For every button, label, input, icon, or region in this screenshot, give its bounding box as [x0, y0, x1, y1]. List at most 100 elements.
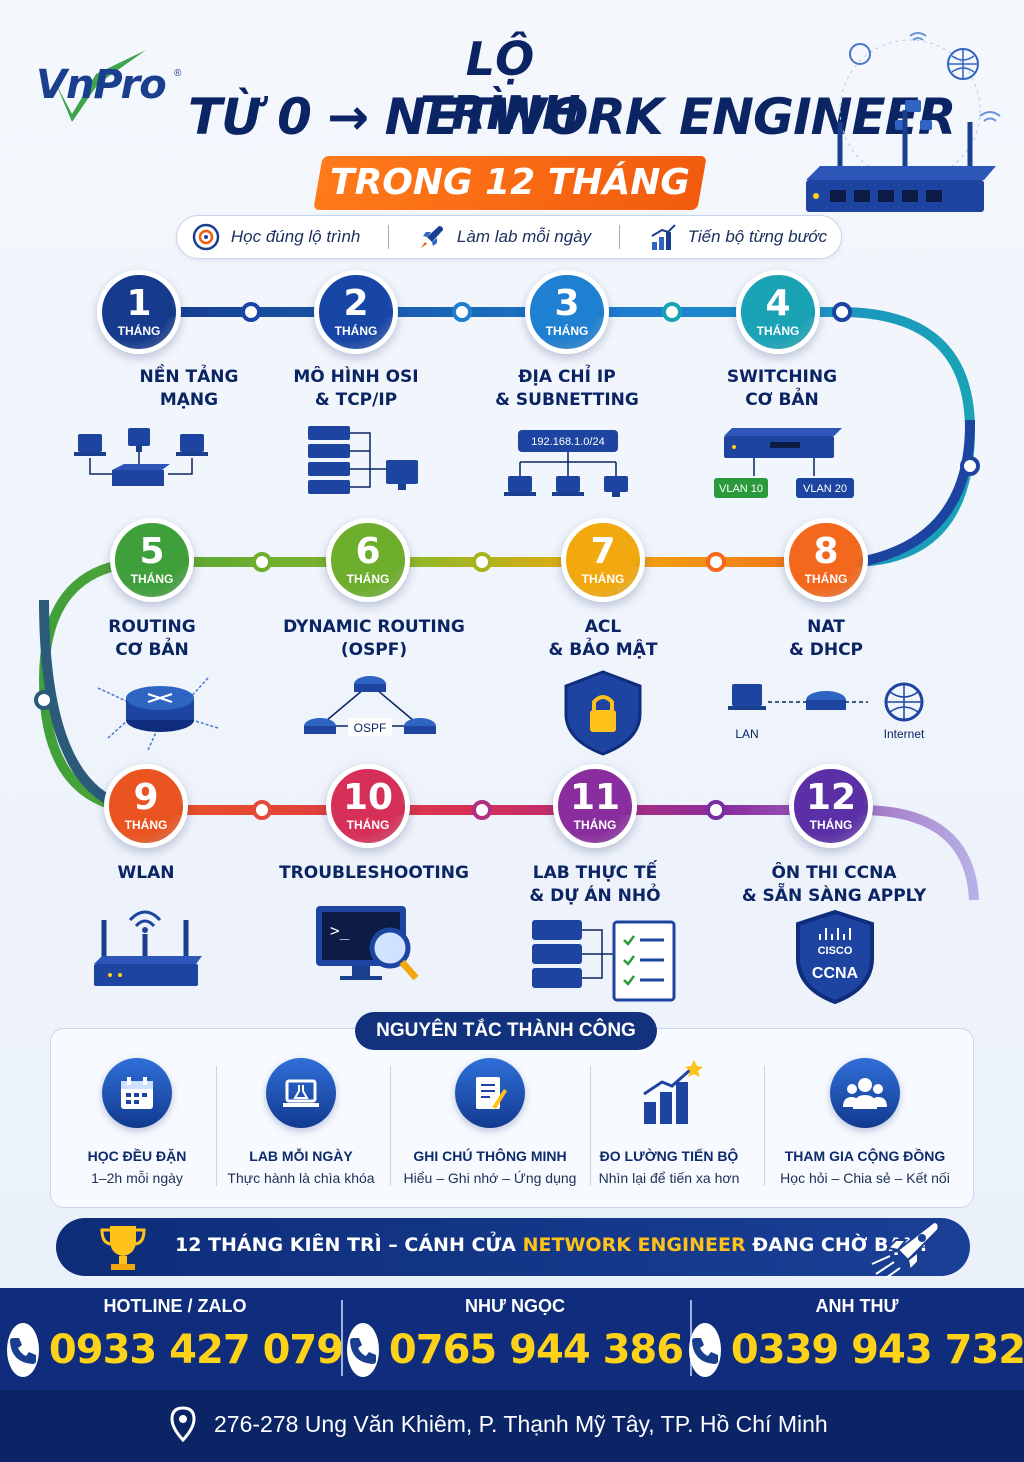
- principle-title: ĐO LƯỜNG TIẾN BỘ: [599, 1148, 739, 1164]
- contact-phone-row[interactable]: 0339 943 732: [688, 1323, 1024, 1377]
- security-shield-illustration: [528, 668, 678, 758]
- step-title-line: & TCP/IP: [314, 390, 398, 410]
- tag-progress: Tiến bộ từng bước: [648, 222, 827, 252]
- bar-chart-icon: [634, 1058, 704, 1128]
- lan-label: LAN: [735, 727, 758, 741]
- lab-project-illustration: [528, 916, 678, 1006]
- step-title-line: CƠ BẢN: [115, 640, 189, 660]
- title-line-1: LỘ TRÌNH: [419, 32, 581, 140]
- month-unit: THÁNG: [581, 572, 625, 586]
- contact-divider: [341, 1300, 343, 1376]
- ospf-illustration: OSPF: [296, 664, 446, 754]
- tag-learn-path: Học đúng lộ trình: [191, 222, 360, 252]
- contact-phone-row[interactable]: 0765 944 386: [346, 1323, 684, 1377]
- month-unit: THÁNG: [756, 324, 800, 338]
- title-line-3: TRONG 12 THÁNG: [330, 162, 690, 203]
- step-title-line: NAT: [807, 617, 845, 637]
- vnpro-logo: VnPro ®: [36, 44, 186, 124]
- contact-phone-row[interactable]: 0933 427 079: [6, 1323, 344, 1377]
- step-title-line: WLAN: [117, 863, 175, 883]
- principle-measure-progress: ĐO LƯỜNG TIẾN BỘ Nhìn lại để tiến xa hơn: [584, 1058, 754, 1186]
- step-title-line: ROUTING: [108, 617, 196, 637]
- trophy-icon: [96, 1222, 150, 1277]
- principle-study-regularly: HỌC ĐỀU ĐẶN 1–2h mỗi ngày: [52, 1058, 222, 1186]
- step-title-line: & SẴN SÀNG APPLY: [741, 886, 927, 906]
- step-title-line: ACL: [584, 617, 622, 637]
- month-unit: THÁNG: [334, 324, 378, 338]
- rocket-icon: [420, 226, 443, 248]
- principle-subtitle: Thực hành là chìa khóa: [227, 1170, 375, 1186]
- phone-number[interactable]: 0765 944 386: [388, 1327, 684, 1373]
- step-title-line: & SUBNETTING: [495, 390, 639, 410]
- tag-divider: [618, 225, 620, 249]
- month-number: 2: [343, 283, 369, 324]
- contact-name: HOTLINE / ZALO: [103, 1296, 247, 1316]
- step-title-line: & DHCP: [788, 640, 864, 660]
- month-unit: THÁNG: [346, 572, 390, 586]
- month-unit: THÁNG: [573, 818, 617, 832]
- step-title-line: SWITCHING: [726, 367, 838, 387]
- step-title-5: ROUTING CƠ BẢN: [42, 616, 262, 662]
- community-icon: [830, 1058, 900, 1128]
- tag-daily-lab: Làm lab mỗi ngày: [417, 222, 591, 252]
- ospf-label: OSPF: [354, 721, 387, 735]
- cisco-label: CISCO: [818, 945, 853, 957]
- principle-divider: [390, 1066, 391, 1186]
- phone-number[interactable]: 0339 943 732: [730, 1327, 1024, 1373]
- title-banner: TRONG 12 THÁNG: [313, 156, 707, 210]
- principle-daily-lab: LAB MỖI NGÀY Thực hành là chìa khóa: [216, 1058, 386, 1186]
- tag-label: Tiến bộ từng bước: [687, 227, 828, 246]
- month-number: 1: [126, 283, 152, 324]
- motto-banner: [56, 1218, 970, 1276]
- switching-illustration: VLAN 10 VLAN 20: [714, 422, 864, 512]
- month-unit: THÁNG: [130, 572, 174, 586]
- step-title-line: & BẢO MẬT: [548, 640, 658, 660]
- motto-after: ĐANG CHỜ BẠN!: [745, 1234, 928, 1256]
- step-title-line: NỀN TẢNG: [139, 367, 239, 387]
- step-title-3: ĐỊA CHỈ IP & SUBNETTING: [457, 366, 677, 412]
- motto-highlight: NETWORK ENGINEER: [522, 1234, 746, 1256]
- vlan10-label: VLAN 10: [719, 483, 763, 495]
- month-unit: THÁNG: [124, 818, 168, 832]
- tag-divider: [388, 225, 390, 249]
- ccna-badge-illustration: CISCO CCNA: [760, 909, 910, 1005]
- network-basics-illustration: [72, 424, 222, 514]
- vlan20-label: VLAN 20: [803, 483, 847, 495]
- address-line: 276-278 Ung Văn Khiêm, P. Thạnh Mỹ Tây, …: [170, 1406, 870, 1442]
- phone-number[interactable]: 0933 427 079: [48, 1327, 344, 1373]
- principle-title: HỌC ĐỀU ĐẶN: [87, 1148, 187, 1164]
- month-unit: THÁNG: [545, 324, 589, 338]
- contact-name: ANH THƯ: [815, 1296, 899, 1316]
- contact-nhu-ngoc: NHƯ NGỌC 0765 944 386: [346, 1296, 684, 1377]
- ip-subnet-illustration: 192.168.1.0/24: [498, 424, 648, 514]
- logo-registered-mark: ®: [174, 68, 182, 79]
- routing-illustration: [88, 668, 238, 758]
- tag-label: Học đúng lộ trình: [230, 227, 361, 246]
- contact-name: NHƯ NGỌC: [465, 1296, 565, 1316]
- step-title-2: MÔ HÌNH OSI& TCP/IP: [246, 366, 466, 412]
- month-unit: THÁNG: [809, 818, 853, 832]
- month-number: 12: [805, 777, 857, 818]
- calendar-icon: [102, 1058, 172, 1128]
- principles-title: NGUYÊN TẮC THÀNH CÔNG: [355, 1012, 657, 1050]
- notes-icon: [455, 1058, 525, 1128]
- step-title-line: ĐỊA CHỈ IP: [518, 367, 616, 387]
- motto-before: 12 THÁNG KIÊN TRÌ – CÁNH CỬA: [175, 1234, 523, 1256]
- internet-label: Internet: [884, 727, 925, 741]
- osi-model-illustration: [300, 424, 450, 514]
- month-number: 7: [590, 531, 616, 572]
- network-router-illustration: [800, 30, 1010, 220]
